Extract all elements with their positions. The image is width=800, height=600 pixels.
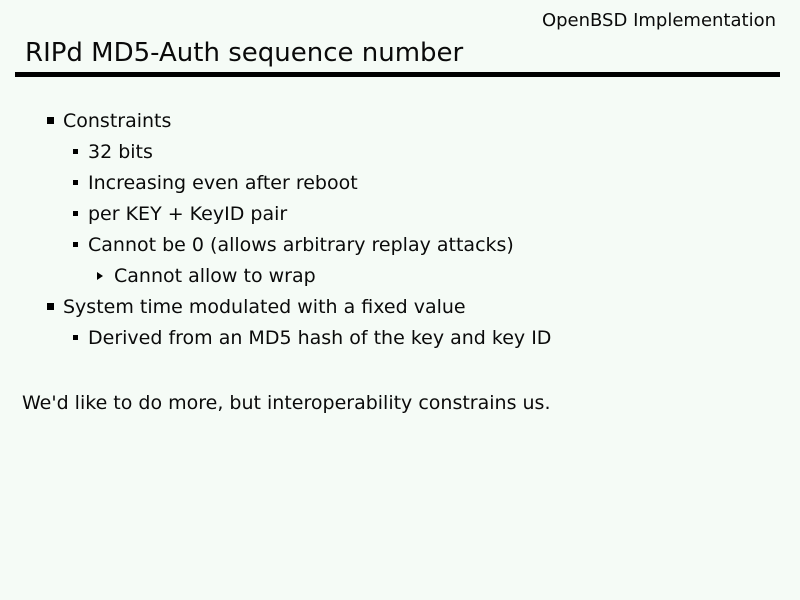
footer-note: We'd like to do more, but interoperabili… (22, 392, 551, 414)
bullet-item: 32 bits (0, 136, 800, 167)
bullet-item-label: Constraints (63, 109, 172, 132)
bullet-item: System time modulated with a fixed value (0, 291, 800, 322)
bullet-item-label: 32 bits (88, 140, 153, 163)
bullet-triangle-icon (97, 271, 103, 280)
bullet-item: Cannot allow to wrap (0, 260, 800, 291)
bullet-item: Constraints (0, 105, 800, 136)
bullet-item: Derived from an MD5 hash of the key and … (0, 322, 800, 353)
bullet-small-square-icon (73, 180, 78, 185)
slide-title: RIPd MD5-Auth sequence number (25, 38, 464, 68)
bullet-square-icon (47, 303, 54, 310)
bullet-item-label: System time modulated with a fixed value (63, 295, 466, 318)
title-divider-rule (15, 72, 780, 77)
bullet-item-label: Increasing even after reboot (88, 171, 358, 194)
bullet-small-square-icon (73, 335, 78, 340)
bullet-small-square-icon (73, 149, 78, 154)
bullet-item: Cannot be 0 (allows arbitrary replay att… (0, 229, 800, 260)
bullet-item-label: per KEY + KeyID pair (88, 202, 288, 225)
bullet-small-square-icon (73, 242, 78, 247)
bullet-square-icon (47, 117, 54, 124)
bullet-item: per KEY + KeyID pair (0, 198, 800, 229)
bullet-small-square-icon (73, 211, 78, 216)
bullet-item-label: Derived from an MD5 hash of the key and … (88, 326, 552, 349)
slide-header-label: OpenBSD Implementation (541, 10, 776, 31)
bullet-item: Increasing even after reboot (0, 167, 800, 198)
bullet-item-label: Cannot be 0 (allows arbitrary replay att… (88, 233, 514, 256)
bullet-item-label: Cannot allow to wrap (114, 264, 316, 287)
